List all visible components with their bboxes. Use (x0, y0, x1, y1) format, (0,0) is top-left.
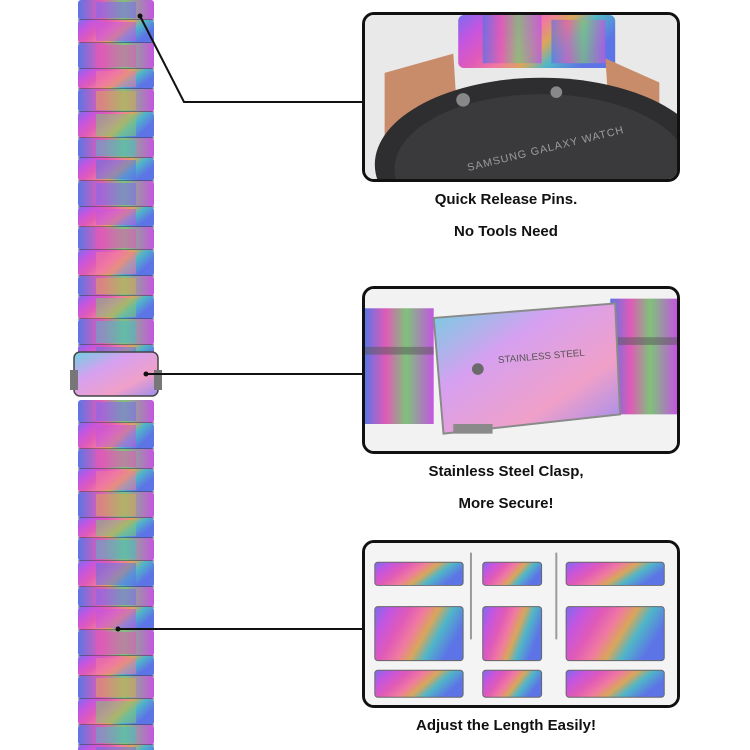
clasp-caption: Stainless Steel Clasp, More Secure! (428, 463, 584, 512)
quick-release-pins-photo: SAMSUNG GALAXY WATCH (362, 12, 680, 182)
adjust-length-caption: Adjust the Length Easily! (415, 717, 596, 734)
quick-release-caption: Quick Release Pins. No Tools Need (434, 191, 578, 240)
adjust-length-photo (362, 540, 680, 708)
stainless-clasp-photo: STAINLESS STEEL (362, 286, 680, 454)
